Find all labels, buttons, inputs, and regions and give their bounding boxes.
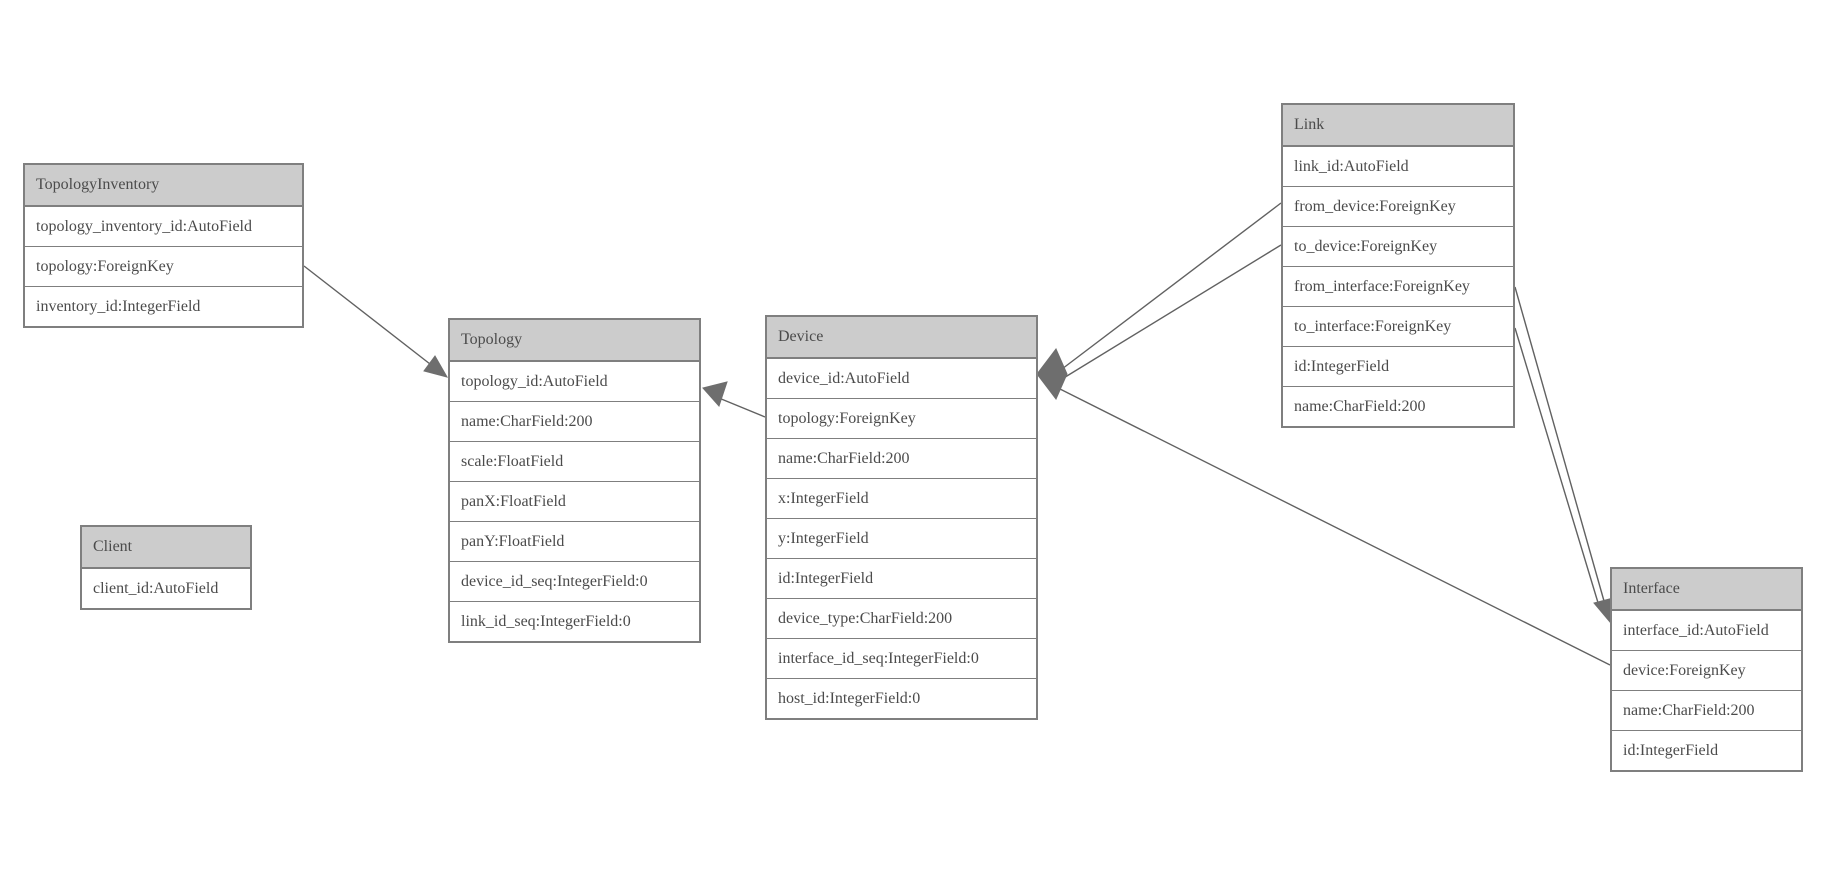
field-topology-panx: panX:FloatField (450, 481, 699, 521)
field-topology-inventory-id: topology_inventory_id:AutoField (25, 206, 302, 246)
entity-topology: Topology topology_id:AutoField name:Char… (448, 318, 701, 643)
field-interface-name: name:CharField:200 (1612, 690, 1801, 730)
field-topology-device-id-seq: device_id_seq:IntegerField:0 (450, 561, 699, 601)
relation-link-frominterface-interface-line (1514, 286, 1605, 602)
field-device-interface-id-seq: interface_id_seq:IntegerField:0 (767, 638, 1036, 678)
relation-link-fromdevice-device-line (1061, 202, 1282, 370)
field-link-from-device: from_device:ForeignKey (1283, 186, 1513, 226)
field-topology-pany: panY:FloatField (450, 521, 699, 561)
field-topology-name: name:CharField:200 (450, 401, 699, 441)
relation-interface-device-line (1057, 387, 1611, 666)
entity-interface: Interface interface_id:AutoField device:… (1610, 567, 1803, 772)
field-link-name: name:CharField:200 (1283, 386, 1513, 426)
entity-topology-inventory: TopologyInventory topology_inventory_id:… (23, 163, 304, 328)
relation-link-todevice-device-line (1061, 244, 1282, 380)
field-topology-inventory-inventory-id: inventory_id:IntegerField (25, 286, 302, 326)
field-interface-device: device:ForeignKey (1612, 650, 1801, 690)
field-link-to-device: to_device:ForeignKey (1283, 226, 1513, 266)
entity-device: Device device_id:AutoField topology:Fore… (765, 315, 1038, 720)
field-link-link-id: link_id:AutoField (1283, 146, 1513, 186)
field-device-name: name:CharField:200 (767, 438, 1036, 478)
field-device-id: id:IntegerField (767, 558, 1036, 598)
field-link-from-interface: from_interface:ForeignKey (1283, 266, 1513, 306)
field-topology-link-id-seq: link_id_seq:IntegerField:0 (450, 601, 699, 641)
entity-link: Link link_id:AutoField from_device:Forei… (1281, 103, 1515, 428)
relation-topologyinventory-topology-line (303, 265, 431, 365)
field-interface-id: id:IntegerField (1612, 730, 1801, 770)
field-device-device-type: device_type:CharField:200 (767, 598, 1036, 638)
entity-interface-title: Interface (1612, 569, 1801, 610)
relation-arrowheads-at-device-diamond (1036, 348, 1068, 400)
entity-client-title: Client (82, 527, 250, 568)
entity-topology-title: Topology (450, 320, 699, 361)
entity-link-title: Link (1283, 105, 1513, 146)
field-device-host-id: host_id:IntegerField:0 (767, 678, 1036, 718)
field-device-y: y:IntegerField (767, 518, 1036, 558)
field-interface-interface-id: interface_id:AutoField (1612, 610, 1801, 650)
field-device-x: x:IntegerField (767, 478, 1036, 518)
entity-device-title: Device (767, 317, 1036, 358)
field-topology-scale: scale:FloatField (450, 441, 699, 481)
entity-client: Client client_id:AutoField (80, 525, 252, 610)
relation-link-tointerface-interface-line (1514, 327, 1600, 607)
field-device-topology: topology:ForeignKey (767, 398, 1036, 438)
field-client-client-id: client_id:AutoField (82, 568, 250, 608)
entity-topology-inventory-title: TopologyInventory (25, 165, 302, 206)
field-link-id: id:IntegerField (1283, 346, 1513, 386)
field-device-device-id: device_id:AutoField (767, 358, 1036, 398)
relation-topologyinventory-topology-arrowhead (423, 355, 449, 378)
field-topology-inventory-topology: topology:ForeignKey (25, 246, 302, 286)
field-topology-topology-id: topology_id:AutoField (450, 361, 699, 401)
field-link-to-interface: to_interface:ForeignKey (1283, 306, 1513, 346)
relation-device-topology-line (713, 395, 766, 418)
relation-device-topology-arrowhead (702, 381, 728, 407)
